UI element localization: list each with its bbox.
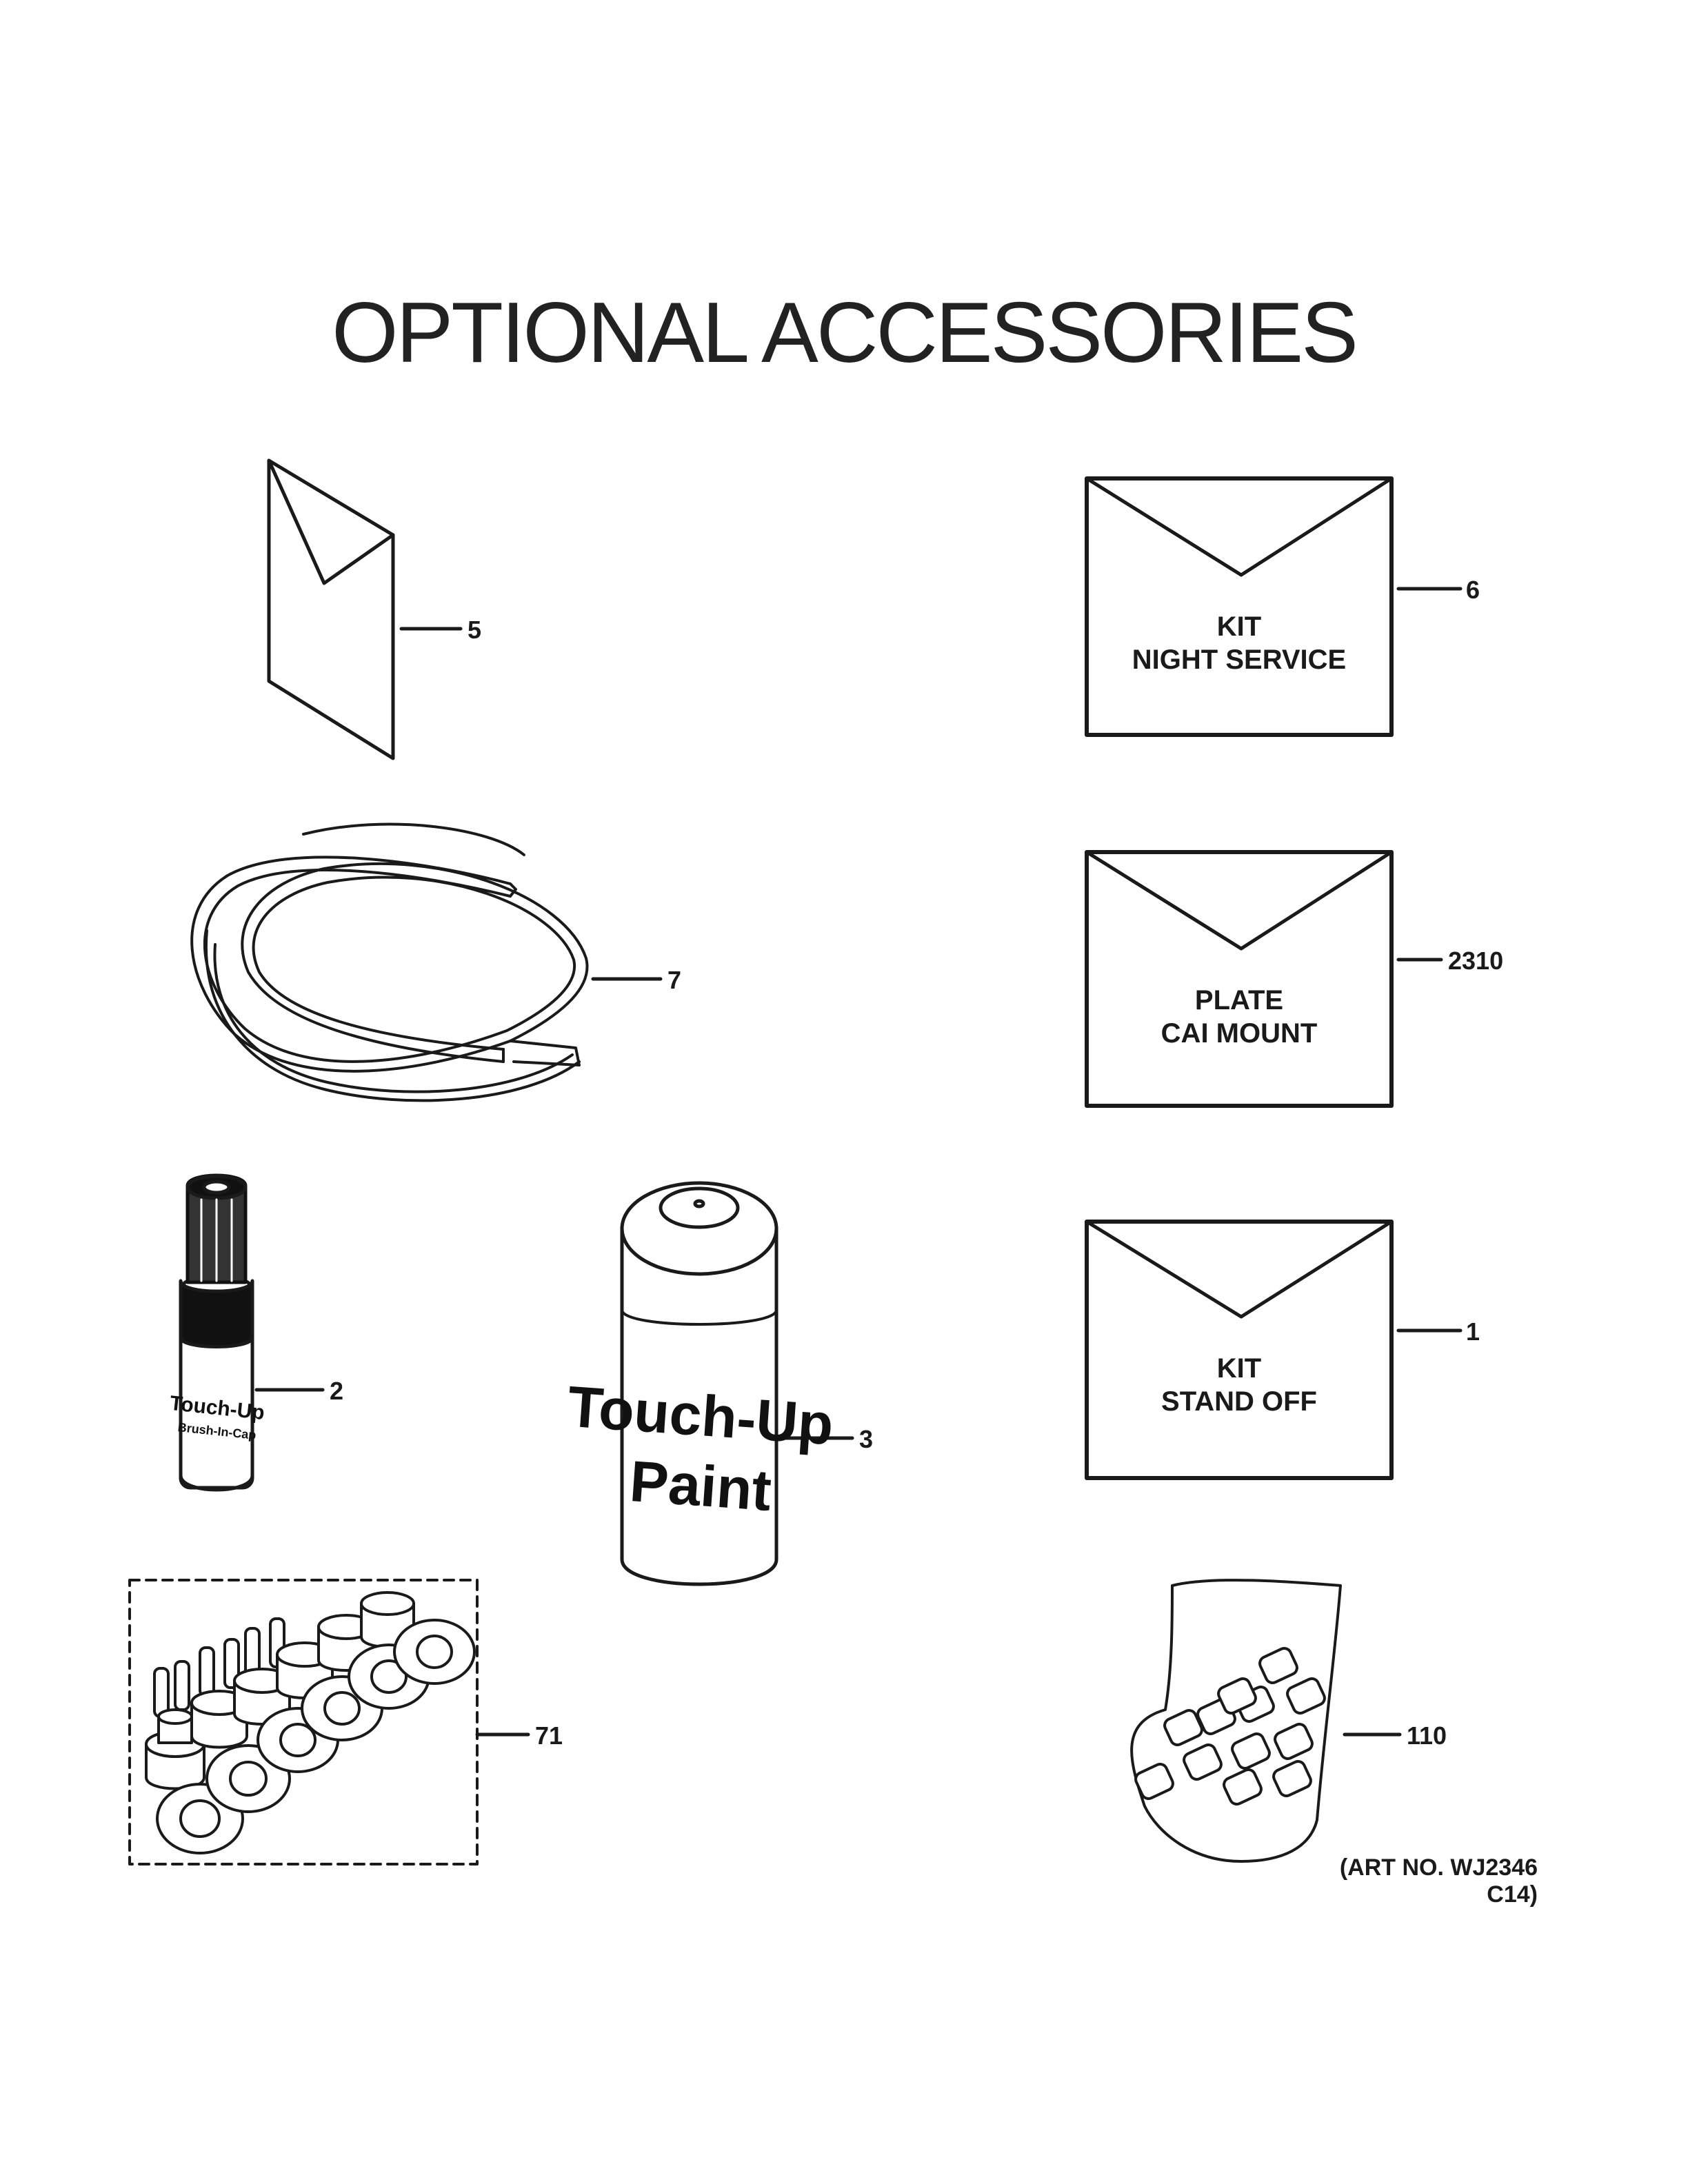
spray-can-icon [620,1181,778,1586]
page-title: OPTIONAL ACCESSORIES [332,285,1358,381]
gasket-tube-icon [190,822,589,1102]
envelope-icon [1085,1220,1394,1480]
touchup-pen-icon [179,1173,254,1492]
art-number: (ART NO. WJ2346 C14) [1339,1854,1538,1908]
envelope-label-line2: STAND OFF [1161,1386,1317,1417]
callout-110: 110 [1407,1721,1447,1750]
callout-6: 6 [1466,576,1480,604]
envelope-label-line1: KIT [1217,1353,1261,1384]
envelope-label-line2: NIGHT SERVICE [1132,645,1346,675]
screw-bag-icon [1130,1579,1342,1863]
envelope-icon [1085,476,1394,737]
document-icon [267,458,395,760]
callout-5: 5 [468,616,481,644]
callout-7: 7 [667,966,681,994]
envelope-label-line1: PLATE [1195,985,1283,1015]
callout-3: 3 [859,1425,873,1453]
callout-2310: 2310 [1448,947,1503,975]
envelope-label-line2: CAI MOUNT [1161,1018,1318,1049]
envelope-icon [1085,850,1394,1108]
callout-2: 2 [330,1377,343,1405]
spacer-kit-icon [128,1579,479,1866]
can-label-line1: Touch-Up [565,1374,835,1457]
envelope-label-line1: KIT [1217,611,1261,642]
can-label-line2: Paint [627,1448,773,1523]
callout-1: 1 [1466,1317,1480,1346]
callout-71: 71 [535,1721,563,1750]
